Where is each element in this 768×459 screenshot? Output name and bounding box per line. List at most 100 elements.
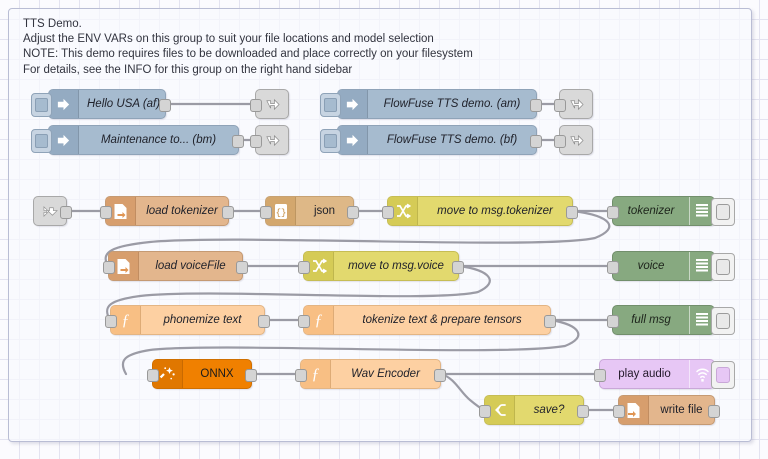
node-inject-flowfuse-am[interactable]: FlowFuse TTS demo. (am) [320,89,542,119]
debug-enable-toggle[interactable] [711,307,735,335]
input-port[interactable] [147,369,159,382]
inject-trigger-button[interactable] [31,93,52,117]
svg-text:ƒ: ƒ [312,366,320,383]
node-debug-voice[interactable]: voice [607,251,735,281]
input-port[interactable] [295,369,307,382]
node-label: voice [637,260,665,272]
inject-arrow-icon [49,90,79,118]
output-port[interactable] [159,99,171,112]
node-link-out-1[interactable] [250,89,289,119]
node-label: Maintenance to... (bm) [100,134,217,146]
inject-trigger-button[interactable] [31,129,52,153]
debug-lines-icon [689,306,714,334]
input-port[interactable] [298,315,310,328]
node-label: move to msg.tokenizer [437,205,553,217]
link-out-icon [560,126,592,154]
debug-toggle-inner [716,313,730,329]
debug-enable-toggle[interactable] [711,198,735,226]
node-label: load tokenizer [146,205,218,217]
input-port[interactable] [382,206,394,219]
node-label: Wav Encoder [351,368,420,380]
output-port[interactable] [452,261,464,274]
node-label: Hello USA (af) [87,98,161,110]
node-link-out-3[interactable] [554,89,593,119]
input-port[interactable] [594,369,606,382]
input-port[interactable] [100,206,112,219]
group-description: TTS Demo. Adjust the ENV VARs on this gr… [23,18,473,76]
node-json[interactable]: {} json [260,196,359,226]
input-port[interactable] [250,135,262,148]
output-port[interactable] [347,206,359,219]
input-port[interactable] [613,405,625,418]
svg-text:{}: {} [275,208,286,218]
node-save-switch[interactable]: save? [479,395,589,425]
link-in-icon [34,197,66,225]
input-port[interactable] [607,261,619,274]
node-wav-encoder[interactable]: ƒ Wav Encoder [295,359,446,389]
node-label: full msg [631,314,671,326]
node-onnx[interactable]: ONNX [147,359,257,389]
node-label: write file [660,404,703,416]
input-port[interactable] [105,315,117,328]
inject-button-inner [35,98,48,112]
node-play-audio[interactable]: play audio [594,359,735,389]
input-port[interactable] [250,99,262,112]
input-port[interactable] [607,206,619,219]
node-inject-hello-usa[interactable]: Hello USA (af) [31,89,171,119]
input-port[interactable] [298,261,310,274]
output-port[interactable] [708,405,720,418]
input-port[interactable] [554,99,566,112]
output-port[interactable] [577,405,589,418]
output-port[interactable] [544,315,556,328]
output-port[interactable] [245,369,257,382]
node-label: tokenizer [627,205,675,217]
node-label: ONNX [200,368,234,380]
svg-text:ƒ: ƒ [122,312,130,329]
inject-trigger-button[interactable] [320,129,341,153]
node-inject-maintenance[interactable]: Maintenance to... (bm) [31,125,244,155]
output-port[interactable] [566,206,578,219]
input-port[interactable] [103,261,115,274]
node-move-to-msg-tokenizer[interactable]: move to msg.tokenizer [382,196,578,226]
output-port[interactable] [530,99,542,112]
audio-enable-toggle[interactable] [711,361,735,389]
node-debug-full-msg[interactable]: full msg [607,305,735,335]
input-port[interactable] [260,206,272,219]
input-port[interactable] [607,315,619,328]
node-inject-flowfuse-bf[interactable]: FlowFuse TTS demo. (bf) [320,125,542,155]
debug-toggle-inner [716,259,730,275]
output-port[interactable] [60,206,72,219]
node-label: move to msg.voice [348,260,444,272]
inject-trigger-button[interactable] [320,93,341,117]
node-move-to-msg-voice[interactable]: move to msg.voice [298,251,464,281]
node-tokenize-text-prepare-tensors[interactable]: ƒ tokenize text & prepare tensors [298,305,556,335]
node-phonemize-text[interactable]: ƒ phonemize text [105,305,270,335]
inject-arrow-icon [49,126,79,154]
node-label: tokenize text & prepare tensors [362,314,522,326]
inject-arrow-icon [338,126,368,154]
link-out-icon [256,90,288,118]
debug-enable-toggle[interactable] [711,253,735,281]
node-load-voicefile[interactable]: load voiceFile [103,251,248,281]
node-label: FlowFuse TTS demo. (am) [383,98,521,110]
node-load-tokenizer[interactable]: load tokenizer [100,196,234,226]
node-link-out-4[interactable] [554,125,593,155]
node-label: load voiceFile [155,260,226,272]
input-port[interactable] [479,405,491,418]
output-port[interactable] [530,135,542,148]
node-link-in-1[interactable] [33,196,72,226]
output-port[interactable] [236,261,248,274]
output-port[interactable] [258,315,270,328]
node-debug-tokenizer[interactable]: tokenizer [607,196,735,226]
debug-toggle-inner [716,204,730,220]
node-write-file[interactable]: write file [613,395,720,425]
node-label: phonemize text [163,314,242,326]
node-link-out-2[interactable] [250,125,289,155]
output-port[interactable] [434,369,446,382]
node-label: FlowFuse TTS demo. (bf) [386,134,518,146]
node-label: json [313,205,336,217]
output-port[interactable] [232,135,244,148]
output-port[interactable] [222,206,234,219]
input-port[interactable] [554,135,566,148]
